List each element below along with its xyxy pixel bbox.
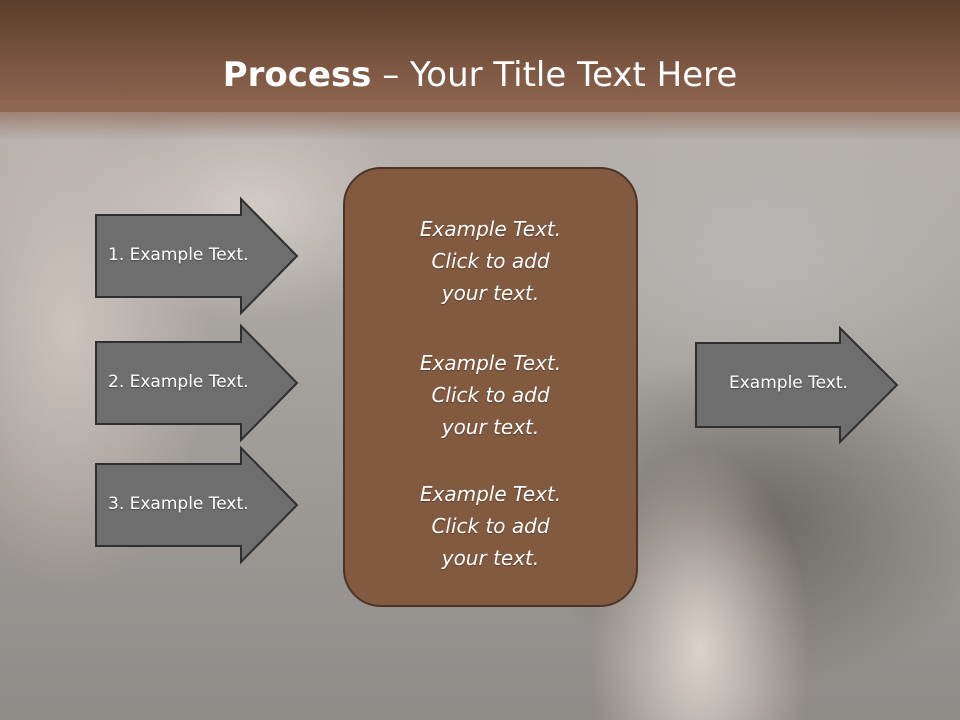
center-text-block-3-line-1: Example Text.: [419, 482, 562, 506]
left-arrow-2[interactable]: [95, 323, 299, 443]
left-arrow-3-label: 3. Example Text.: [108, 494, 249, 514]
slide-title-rest: – Your Title Text Here: [371, 55, 738, 95]
center-text-block-2[interactable]: Example Text. Click to add your text.: [343, 347, 638, 443]
center-text-block-2-line-2: Click to add: [431, 383, 550, 407]
center-text-block-3-line-2: Click to add: [431, 514, 550, 538]
title-bar: [0, 0, 960, 112]
left-arrow-1-label: 1. Example Text.: [108, 245, 249, 265]
center-text-block-3[interactable]: Example Text. Click to add your text.: [343, 478, 638, 574]
center-text-block-1-line-3: your text.: [441, 281, 540, 305]
right-arrow[interactable]: [695, 325, 899, 445]
slide-title[interactable]: Process – Your Title Text Here: [0, 50, 960, 100]
center-text-block-1[interactable]: Example Text. Click to add your text.: [343, 213, 638, 309]
right-arrow-label: Example Text.: [729, 373, 848, 393]
left-arrow-2-label: 2. Example Text.: [108, 372, 249, 392]
title-bar-fade: [0, 100, 960, 140]
center-text-block-3-line-3: your text.: [441, 546, 540, 570]
slide-title-bold: Process: [222, 55, 372, 95]
center-text-block-2-line-3: your text.: [441, 415, 540, 439]
center-text-block-2-line-1: Example Text.: [419, 351, 562, 375]
left-arrow-3[interactable]: [95, 445, 299, 565]
center-text-block-1-line-1: Example Text.: [419, 217, 562, 241]
left-arrow-1[interactable]: [95, 196, 299, 316]
center-text-block-1-line-2: Click to add: [431, 249, 550, 273]
center-text-box[interactable]: [343, 167, 638, 607]
